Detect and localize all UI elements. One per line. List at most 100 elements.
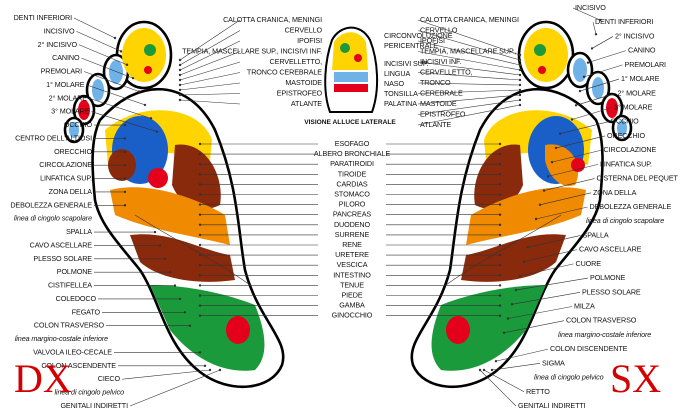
center-top-leader-2 [179, 40, 241, 71]
left-label-23: COLON TRASVERSO [34, 321, 105, 330]
right-top-leader-3-dot [518, 68, 522, 72]
sx-toe-4-zone [606, 98, 618, 118]
dx-hypophysis-spot [144, 66, 152, 74]
right-top-leader-1-dot [518, 58, 522, 62]
right-top-leader-9 [417, 99, 521, 115]
left-label-26: COLON ASCENDENTE [41, 361, 116, 370]
center-right-leader-26-dot [498, 314, 502, 317]
right-leader-8 [559, 121, 609, 135]
right-top-leader-5-dot [518, 78, 522, 82]
center-right-leader-21-dot [498, 264, 502, 267]
center-right-leader-17-dot [498, 223, 502, 226]
left-label-17: CAVO ASCELLARE [30, 240, 93, 249]
right-label-18: CUORE [576, 259, 602, 268]
right-top-leader-7-dot [518, 88, 522, 92]
right-top-leader-6 [417, 82, 521, 86]
left-foot-sx [410, 20, 633, 389]
left-leader-23-dot [188, 324, 192, 327]
right-top-label-8: MASTOIDE [420, 99, 457, 108]
center-left-leader-14-dot [198, 193, 202, 196]
left-leader-21-dot [178, 297, 182, 301]
right-top-leader-8-dot [518, 93, 522, 97]
center-top-leader-3 [179, 51, 241, 76]
center-label-20: URETERE [335, 250, 369, 259]
left-leader-7 [91, 111, 158, 132]
center-label-10: ALBERO BRONCHIALE [314, 149, 390, 158]
center-top-leader-0 [179, 19, 241, 61]
center-label-25: GAMBA [339, 301, 365, 310]
right-leader-24 [495, 348, 549, 362]
right-leader-0 [572, 7, 601, 21]
right-label-28: GENITALI INDIRETTI [518, 401, 586, 410]
right-leader-22-dot [502, 331, 506, 334]
right-label-15: linea di cingolo scapolare [586, 216, 664, 225]
center-top-leader-5 [179, 72, 241, 86]
right-label-6: 2° MOLARE [618, 88, 657, 97]
right-leader-6-dot [574, 104, 578, 107]
center-right-leader-24-dot [498, 294, 502, 297]
center-right-leader-25-dot [498, 304, 502, 307]
right-leader-5 [579, 78, 620, 92]
left-label-5: 1° MOLARE [46, 80, 85, 89]
center-label-9: ESOFAGO [335, 139, 370, 148]
right-label-26: linea di cingolo pelvico [534, 373, 604, 382]
center-right-leader-12-dot [498, 173, 502, 176]
center-label-11: PARATIROIDI [330, 159, 374, 168]
right-label-8: OCCHIO [611, 117, 640, 126]
center-top-label-2: IPOFISI [297, 36, 322, 45]
right-leader-7 [571, 107, 613, 120]
dx-toe-4-zone [78, 100, 90, 120]
left-label-3: CANINO [52, 53, 80, 62]
center-right-leader-15-dot [498, 203, 502, 206]
center-left-leader-21-dot [198, 264, 202, 267]
left-leader-5 [86, 84, 146, 106]
right-leader-17-dot [522, 260, 526, 263]
center-top-leader-7-dot [178, 93, 182, 97]
right-leader-12-dot [542, 189, 546, 192]
center-left-leader-10-dot [198, 152, 202, 156]
dx-genital-spot [226, 316, 250, 344]
right-label-12: CISTERNA DEL PEQUET [597, 174, 679, 183]
leader-lines-group [73, 7, 627, 407]
right-leader-19-dot [514, 288, 518, 292]
right-leader-18 [519, 263, 574, 277]
right-leader-19 [515, 277, 589, 291]
center-left-leader-24-dot [198, 294, 202, 297]
right-top-leader-8 [417, 94, 521, 105]
right-leader-7-dot [570, 118, 574, 121]
center-top-leader-7 [179, 93, 241, 96]
left-leader-3-dot [131, 76, 135, 80]
right-label-24: COLON DISCENDENTE [550, 344, 628, 353]
center-right-leader-19-dot [498, 243, 502, 247]
center-label-26: GINOCCHIO [332, 311, 373, 320]
center-right-leader-22-dot [498, 274, 502, 277]
center-left-leader-16-dot [198, 213, 202, 216]
sx-pelvic-line [445, 214, 562, 286]
right-label-0: INCISIVO [575, 3, 606, 12]
right-top-leader-0-dot [518, 53, 522, 57]
left-leader-6-dot [149, 117, 153, 120]
right-top-label-9: EPISTROFEO [420, 110, 466, 119]
left-label-14: DEBOLEZZA GENERALE [10, 200, 92, 209]
right-leader-2 [591, 36, 614, 49]
right-top-leader-4-dot [518, 73, 522, 77]
sx-heart-orange-zone [545, 144, 579, 186]
right-label-20: PLESSO SOLARE [582, 287, 641, 296]
right-leader-10-dot [550, 160, 554, 164]
left-label-7: 3° MOLARE [51, 107, 90, 116]
left-label-25: VALVOLA ILEO-CECALE [33, 347, 112, 356]
right-top-leader-2-dot [518, 63, 522, 67]
center-label-24: PIEDE [341, 291, 362, 300]
right-label-5: 1° MOLARE [621, 74, 660, 83]
left-label-2: 2° INCISIVO [38, 40, 78, 49]
center-label-13: CARDIAS [336, 179, 368, 188]
right-leader-17 [523, 249, 578, 262]
left-leader-18-dot [163, 257, 167, 261]
center-top-leader-4 [179, 61, 241, 81]
right-leader-0-dot [598, 18, 602, 22]
left-leader-19-dot [168, 271, 172, 274]
left-leader-14-dot [123, 204, 127, 207]
toe-caption: VISIONE ALLUCE LATERALE [304, 119, 396, 126]
